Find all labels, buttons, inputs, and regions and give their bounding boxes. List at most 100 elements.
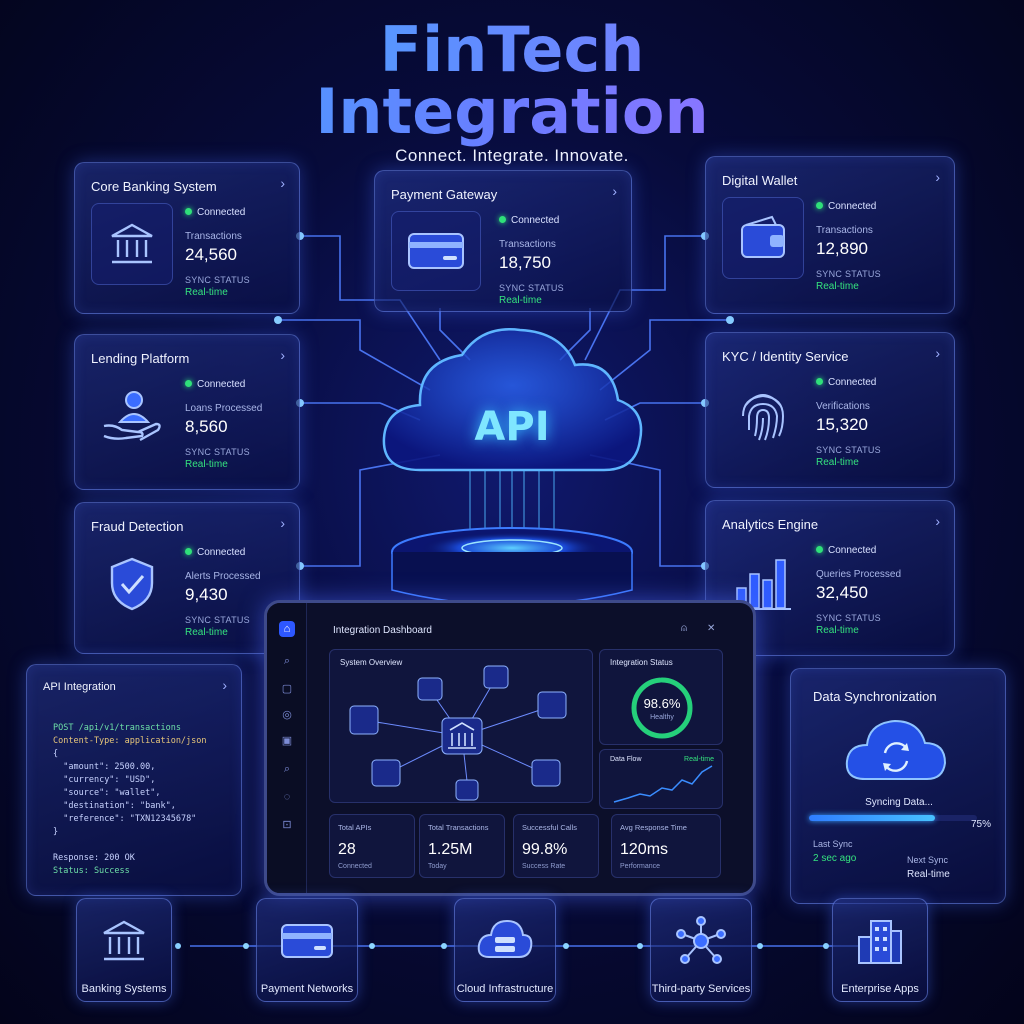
status-badge: Connected [816, 545, 876, 556]
sync-label: SYNC STATUS [816, 445, 881, 455]
chevron-right-icon[interactable]: › [935, 169, 940, 185]
user-icon[interactable]: ⍝ [681, 623, 687, 634]
settings-icon[interactable]: ◎ [282, 709, 292, 721]
page-title-line2: Integration [0, 76, 1024, 148]
endpoint-enterprise-apps[interactable]: Enterprise Apps [832, 898, 928, 1002]
card-api-integration[interactable]: API Integration › POST /api/v1/transacti… [26, 664, 242, 896]
code-close-brace: } [53, 827, 59, 837]
bank-icon [91, 203, 173, 285]
card-lending-platform[interactable]: Lending Platform › Connected Loans Proce… [74, 334, 300, 490]
metric-value: 12,890 [816, 239, 868, 258]
card-title: API Integration [43, 681, 116, 693]
stat-sub: Success Rate [522, 863, 566, 870]
metric-label: Alerts Processed [185, 571, 261, 582]
card-fraud-detection[interactable]: Fraud Detection › Connected Alerts Proce… [74, 502, 300, 654]
endpoint-payment-networks[interactable]: Payment Networks [256, 898, 358, 1002]
sync-value: Real-time [185, 627, 228, 638]
monitor-icon[interactable]: ▣ [281, 735, 293, 747]
stat-value: 28 [338, 841, 356, 858]
metric-value: 32,450 [816, 583, 868, 602]
tagline: Connect. Integrate. Innovate. [395, 146, 629, 165]
endpoint-cloud-infrastructure[interactable]: Cloud Infrastructure [454, 898, 556, 1002]
metric-value: 9,430 [185, 585, 228, 604]
document-icon[interactable]: ▢ [281, 683, 293, 695]
building-icon [833, 913, 927, 969]
bell-icon[interactable]: ◌ [283, 791, 291, 803]
card-title: Analytics Engine [722, 517, 819, 532]
sync-label: SYNC STATUS [816, 269, 881, 279]
code-open-brace: { [53, 749, 59, 759]
data-flow-panel: Data Flow Real-time [599, 749, 723, 809]
endpoint-banking-systems[interactable]: Banking Systems [76, 898, 172, 1002]
chevron-right-icon[interactable]: › [280, 175, 285, 191]
next-sync-label: Next Sync [907, 855, 949, 865]
card-kyc-identity[interactable]: KYC / Identity Service › Connected Verif… [705, 332, 955, 488]
stat-sub: Today [428, 863, 447, 870]
close-icon[interactable]: ✕ [707, 623, 716, 634]
card-data-sync[interactable]: Data Synchronization Syncing Data... 75%… [790, 668, 1006, 904]
stat-value: 1.25M [428, 841, 473, 858]
chevron-right-icon[interactable]: › [612, 183, 617, 199]
card-payment-gateway[interactable]: Payment Gateway › Connected Transactions… [374, 170, 632, 312]
stat-value: 99.8% [522, 841, 568, 858]
status-badge: Connected [499, 215, 559, 226]
data-flow-sparkline [613, 765, 713, 803]
metric-label: Transactions [185, 231, 242, 242]
home-icon[interactable]: ⌂ [279, 621, 295, 637]
endpoint-third-party-services[interactable]: Third-party Services [650, 898, 752, 1002]
metric-label: Verifications [816, 401, 870, 412]
system-overview-panel: System Overview [329, 649, 593, 803]
health-gauge [631, 677, 693, 739]
chevron-right-icon[interactable]: › [935, 345, 940, 361]
card-title: KYC / Identity Service [722, 349, 849, 364]
card-title: Fraud Detection [91, 519, 184, 534]
chevron-right-icon[interactable]: › [222, 677, 227, 693]
sync-label: SYNC STATUS [185, 447, 250, 457]
hand-user-icon [91, 375, 173, 457]
stat-total-transactions: Total Transactions 1.25M Today [419, 814, 505, 878]
health-label: Healthy [650, 714, 674, 721]
stat-label: Total Transactions [428, 823, 489, 832]
metric-value: 18,750 [499, 253, 551, 272]
card-core-banking[interactable]: Core Banking System › Connected Transact… [74, 162, 300, 314]
last-sync-label: Last Sync [813, 839, 853, 849]
bank-icon [77, 913, 171, 969]
sync-value: Real-time [816, 457, 859, 468]
stat-label: Total APIs [338, 823, 372, 832]
metric-label: Transactions [816, 225, 873, 236]
stat-label: Successful Calls [522, 823, 578, 832]
status-badge: Connected [185, 207, 245, 218]
metric-value: 24,560 [185, 245, 237, 264]
sync-progress-bar [809, 815, 977, 821]
chevron-right-icon[interactable]: › [935, 513, 940, 529]
card-digital-wallet[interactable]: Digital Wallet › Connected Transactions … [705, 156, 955, 314]
integration-status-panel: Integration Status 98.6% Healthy [599, 649, 723, 745]
code-request-line: POST /api/v1/transactions [53, 723, 181, 733]
api-hub-label: API [474, 404, 550, 450]
status-badge: Connected [816, 201, 876, 212]
wallet-icon [722, 197, 804, 279]
code-body-line: "source": "wallet", [63, 788, 161, 798]
code-snippet: POST /api/v1/transactions Content-Type: … [53, 709, 207, 891]
sync-value: Real-time [185, 459, 228, 470]
metric-value: 8,560 [185, 417, 228, 436]
stat-sub: Connected [338, 863, 372, 870]
code-response: Response: 200 OK [53, 853, 135, 863]
sync-progress-fill [809, 815, 935, 821]
analytics-icon[interactable]: ⌕ [283, 763, 291, 775]
sync-label: SYNC STATUS [499, 283, 564, 293]
panel-title: Integration Status [610, 658, 673, 667]
code-content-type: Content-Type: application/json [53, 736, 207, 746]
chevron-right-icon[interactable]: › [280, 515, 285, 531]
card-title: Digital Wallet [722, 173, 798, 188]
integration-dashboard[interactable]: ⌂ ⌕ ▢ ◎ ▣ ⌕ ◌ ⊡ Integration Dashboard ⍝ … [264, 600, 756, 896]
sync-label: SYNC STATUS [185, 615, 250, 625]
dashboard-title: Integration Dashboard [333, 625, 432, 636]
chevron-right-icon[interactable]: › [280, 347, 285, 363]
card-title: Core Banking System [91, 179, 217, 194]
search-icon[interactable]: ⌕ [283, 655, 291, 667]
stat-value: 120ms [620, 841, 669, 858]
stat-avg-response: Avg Response Time 120ms Performance [611, 814, 721, 878]
lock-icon[interactable]: ⊡ [282, 819, 292, 831]
api-cloud-icon [382, 328, 643, 472]
